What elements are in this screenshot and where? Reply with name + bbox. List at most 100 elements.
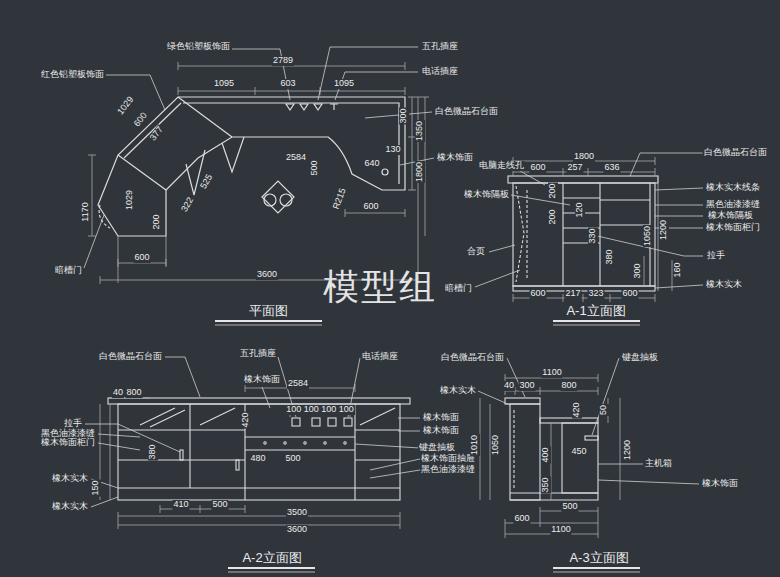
annotation: 橡木饰面 bbox=[243, 375, 281, 385]
dimension-value: 300 bbox=[518, 381, 535, 391]
drawing-line bbox=[88, 155, 96, 236]
annotation: 合页 bbox=[466, 247, 486, 257]
annotation: 红色铝塑板饰面 bbox=[40, 70, 105, 80]
drawing-line bbox=[124, 103, 181, 158]
drawing-line bbox=[262, 181, 294, 213]
annotation: 键盘抽板 bbox=[418, 443, 456, 453]
annotation: 电话插座 bbox=[361, 352, 399, 362]
dimension-value: 3600 bbox=[256, 270, 278, 280]
a3-leaders bbox=[478, 358, 699, 484]
dimension-value: 257 bbox=[566, 163, 583, 173]
dimension-value: 410 bbox=[172, 500, 189, 510]
drawing-line bbox=[108, 398, 410, 404]
drawing-line bbox=[592, 358, 619, 435]
dimension-value: 100 100 100 100 bbox=[285, 405, 355, 415]
drawing-line bbox=[344, 418, 352, 426]
drawing-line bbox=[408, 97, 429, 236]
drawing-line bbox=[480, 398, 620, 500]
annotation: 白色微晶石台面 bbox=[98, 352, 163, 362]
dimension-value: 350 bbox=[541, 476, 551, 493]
annotation: 黑色油漆漆缝 bbox=[420, 465, 476, 475]
drawing-line bbox=[516, 186, 524, 282]
drawing-line bbox=[540, 418, 598, 423]
dimension-value: 380 bbox=[605, 248, 615, 265]
annotation: 橡木实木 bbox=[705, 280, 743, 290]
drawing-line bbox=[100, 404, 110, 500]
dimension-value: 200 bbox=[548, 208, 558, 225]
dimension-value: 525 bbox=[198, 172, 215, 192]
annotation: 橡木饰面 bbox=[436, 153, 474, 163]
drawing-line bbox=[236, 460, 239, 470]
drawing-line bbox=[398, 431, 420, 432]
drawing-line bbox=[215, 321, 640, 568]
drawing-line bbox=[262, 387, 270, 408]
dimension-value: 600 bbox=[133, 253, 150, 263]
drawing-line bbox=[98, 97, 405, 236]
annotation: 白色微晶石台面 bbox=[434, 107, 499, 117]
drawing-line bbox=[222, 137, 244, 172]
dimension-value: 300 bbox=[399, 107, 409, 124]
dimension-value: 40 bbox=[112, 388, 124, 398]
drawing-line bbox=[344, 442, 346, 444]
drawing-line bbox=[328, 418, 336, 426]
drawing-line bbox=[165, 357, 200, 397]
dimension-value: 2584 bbox=[285, 153, 307, 163]
drawing-line bbox=[370, 459, 420, 470]
elevation-a2 bbox=[108, 398, 410, 500]
annotation: 橡木饰隔板 bbox=[463, 190, 510, 200]
drawing-line bbox=[505, 507, 598, 538]
drawing-line bbox=[91, 497, 118, 507]
a1-leaders bbox=[475, 153, 703, 288]
drawing-line bbox=[118, 404, 400, 500]
drawing-line bbox=[264, 442, 266, 444]
annotation: 橡木饰面 bbox=[422, 413, 460, 423]
annotation: 橡木实木 bbox=[51, 502, 89, 512]
drawing-line bbox=[118, 155, 166, 190]
drawing-line bbox=[585, 436, 598, 440]
drawing-line bbox=[511, 195, 570, 205]
dimension-value: 400 bbox=[541, 446, 551, 463]
drawing-line bbox=[118, 404, 400, 500]
a3-dimensions bbox=[480, 374, 620, 538]
drawing-line bbox=[292, 418, 300, 426]
annotation: 橡木饰面 bbox=[422, 426, 460, 436]
dimension-value: 500 bbox=[310, 159, 320, 176]
annotation: 键盘抽板 bbox=[621, 353, 659, 363]
dimension-value: 322 bbox=[179, 195, 196, 215]
dimension-value: 200 bbox=[152, 213, 162, 230]
drawing-line bbox=[382, 169, 388, 175]
drawing-line bbox=[478, 391, 510, 405]
dimension-value: 2789 bbox=[272, 56, 294, 66]
dimension-value: 1800 bbox=[415, 161, 425, 183]
dimension-value: 600 bbox=[132, 110, 150, 130]
drawing-line bbox=[489, 245, 515, 252]
dimension-value: 120 bbox=[575, 201, 585, 218]
drawing-line bbox=[84, 215, 104, 268]
drawing-line bbox=[508, 176, 658, 183]
dimension-value: 40 bbox=[503, 381, 515, 391]
drawing-line bbox=[398, 418, 420, 419]
desk-plan bbox=[98, 97, 405, 236]
plan-dimensions bbox=[88, 62, 429, 284]
dimension-value: 160 bbox=[673, 261, 683, 278]
dimension-value: 50 bbox=[599, 404, 609, 416]
dimension-value: 1095 bbox=[333, 79, 355, 89]
annotation: 暗槽门 bbox=[444, 284, 473, 294]
annotation: 五孔插座 bbox=[239, 349, 277, 359]
drawing-line bbox=[98, 434, 140, 437]
dimension-value: 420 bbox=[572, 401, 582, 418]
annotation: 拉手 bbox=[63, 419, 83, 429]
dimension-value: 600 bbox=[362, 202, 379, 212]
dimension-value: 380 bbox=[148, 443, 158, 460]
dimension-value: 600 bbox=[529, 289, 546, 299]
annotation: 橡木饰面柜门 bbox=[40, 438, 96, 448]
drawing-line bbox=[284, 442, 286, 444]
dimension-value: 1010 bbox=[470, 434, 480, 456]
drawing-line bbox=[85, 424, 180, 452]
drawing-line bbox=[505, 398, 540, 404]
dimension-value: 603 bbox=[279, 79, 296, 89]
drawing-line bbox=[245, 437, 355, 450]
drawing-line bbox=[118, 512, 400, 529]
dimension-value: 640 bbox=[363, 159, 380, 169]
drawing-line bbox=[286, 104, 338, 110]
